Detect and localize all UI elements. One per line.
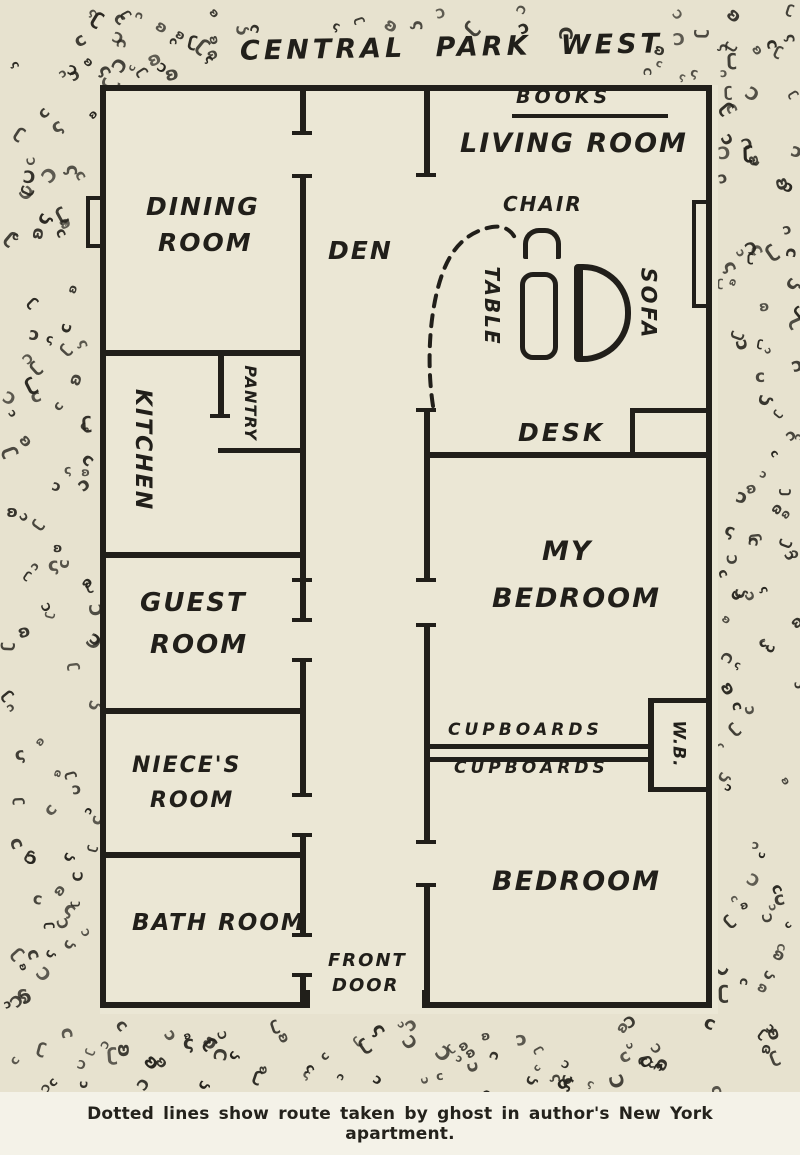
wall-segment [300,975,306,1002]
cupboard-wall [430,744,648,749]
room-label-bedroom: BEDROOM [492,866,661,897]
door-jamb [416,578,436,582]
room-label-bath: BATH ROOM [132,910,306,936]
wall-segment [300,85,306,133]
window-icon [86,244,102,248]
wall-segment [100,350,306,356]
table-icon [520,272,558,360]
cupboard-wall [430,757,648,762]
wall-segment [100,852,306,858]
wall-segment [218,448,306,453]
wall-segment [424,885,430,1002]
wb-closet-wall [648,698,706,703]
room-label-my-bedroom-1: MY [542,536,593,567]
door-jamb [292,658,312,662]
label-sofa: SOFA [636,267,661,341]
door-jamb [292,131,312,135]
door-jamb [292,833,312,837]
room-label-nieces-2: ROOM [150,788,235,813]
door-jamb [416,623,436,627]
door-jamb [292,973,312,977]
label-front-door-2: DOOR [332,975,400,996]
door-jamb [210,414,230,418]
wall-segment [300,660,306,795]
caption-text: Dotted lines show route taken by ghost i… [87,1104,713,1144]
door-jamb [292,578,312,582]
door-jamb [416,840,436,844]
room-label-dining-1: DINING [146,192,260,221]
window-icon [86,196,90,248]
room-label-guest-1: GUEST [140,588,247,618]
room-label-den: DEN [328,236,393,265]
wall-segment [100,85,106,1008]
label-front-door-1: FRONT [328,950,407,971]
desk-icon [630,408,635,457]
label-wb: W.B. [668,720,689,768]
door-jamb [416,408,436,412]
room-label-pantry: PANTRY [241,365,260,441]
label-cupboards-top: CUPBOARDS [448,720,603,740]
wall-segment [100,85,712,91]
wall-segment [100,552,306,558]
label-table: TABLE [480,266,504,346]
wall-segment [300,176,306,620]
apartment-interior [100,85,718,1014]
room-label-living: LIVING ROOM [460,128,688,159]
door-jamb [292,793,312,797]
wall-segment [424,452,712,458]
window-icon [692,200,696,308]
wb-closet-wall [648,698,654,792]
caption-strip [0,1092,800,1155]
door-jamb [292,174,312,178]
label-books: BOOKS [516,86,612,108]
room-label-kitchen: KITCHEN [130,388,155,512]
door-jamb [292,933,312,937]
room-label-my-bedroom-2: BEDROOM [492,583,661,614]
door-jamb [422,990,426,1008]
wall-segment [424,625,430,842]
door-jamb [292,618,312,622]
wall-segment [424,85,430,175]
window-icon [86,196,102,200]
chair-icon [523,228,561,259]
wall-segment [100,1002,310,1008]
wall-segment [100,708,306,714]
label-chair: CHAIR [503,192,583,216]
wb-closet-wall [648,787,706,792]
window-icon [692,304,708,308]
wall-segment [424,1002,712,1008]
wall-segment [424,410,430,580]
door-jamb [416,173,436,177]
wall-segment [706,85,712,1008]
label-desk: DESK [518,418,606,447]
wall-segment [218,356,224,418]
bookshelf-icon [512,114,668,118]
door-jamb [416,883,436,887]
label-cupboards-bottom: CUPBOARDS [454,758,609,778]
room-label-nieces-1: NIECE'S [132,753,242,778]
wall-segment [300,835,306,935]
window-icon [692,200,708,204]
desk-icon [630,408,706,413]
room-label-dining-2: ROOM [158,228,253,257]
room-label-guest-2: ROOM [150,630,249,660]
street-title: CENTRAL PARK WEST [239,28,664,67]
door-jamb [306,990,310,1008]
